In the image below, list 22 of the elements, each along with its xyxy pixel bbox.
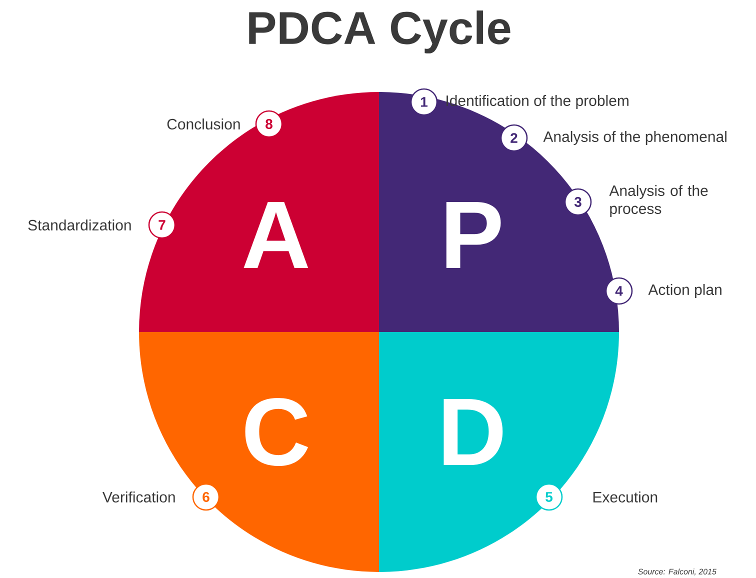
title: PDCA Cycle xyxy=(249,10,510,54)
step-label: Conclusion xyxy=(167,118,240,130)
step-label: Action plan xyxy=(648,284,722,298)
step-label: Analysis of the phenomenal xyxy=(543,131,726,145)
step-label: Execution xyxy=(593,491,658,502)
number-badge: 8 xyxy=(255,110,283,138)
number-badge: 5 xyxy=(535,483,563,511)
step-label: Identification of the problem xyxy=(446,95,628,109)
phase-letter: D xyxy=(444,398,503,465)
step-label: Standardization xyxy=(28,219,131,230)
number-badge: 3 xyxy=(564,188,592,216)
number-badge: 7 xyxy=(148,211,176,239)
step-label: Verification xyxy=(102,491,175,502)
phase-letter: A xyxy=(244,202,308,268)
number-badge: 2 xyxy=(500,124,528,152)
number-badge: 1 xyxy=(410,88,438,116)
step-label: Analysis of the process xyxy=(609,185,708,217)
source-note: Source: Falconi, 2015 xyxy=(638,568,716,576)
number-badge: 4 xyxy=(605,277,633,305)
phase-letter: C xyxy=(245,398,308,466)
number-badge: 6 xyxy=(192,483,220,511)
phase-letter: P xyxy=(446,202,501,268)
